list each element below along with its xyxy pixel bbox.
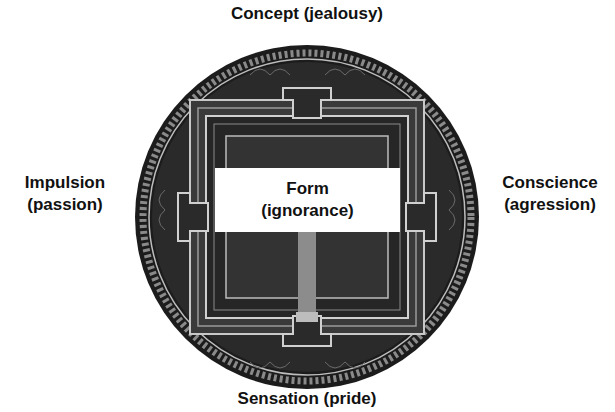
- inner-ring: [149, 59, 465, 375]
- inner-disc: [152, 62, 462, 372]
- top-label: Concept (jealousy): [157, 3, 457, 25]
- right-label: Conscience (agression): [487, 172, 613, 216]
- node-text: Form (ignorance): [249, 178, 367, 222]
- bead-ring: [143, 53, 471, 381]
- light-path: [298, 232, 316, 314]
- palace-gates: [178, 88, 436, 346]
- bottom-label: Sensation (pride): [157, 388, 457, 410]
- cloud-ornaments: [159, 69, 455, 368]
- center-box: Form (ignorance): [215, 168, 400, 232]
- bottom-gate-light: [296, 312, 318, 322]
- left-label: Impulsion (passion): [0, 172, 130, 216]
- palace-square: [190, 100, 424, 334]
- mandala-disc: [135, 45, 479, 389]
